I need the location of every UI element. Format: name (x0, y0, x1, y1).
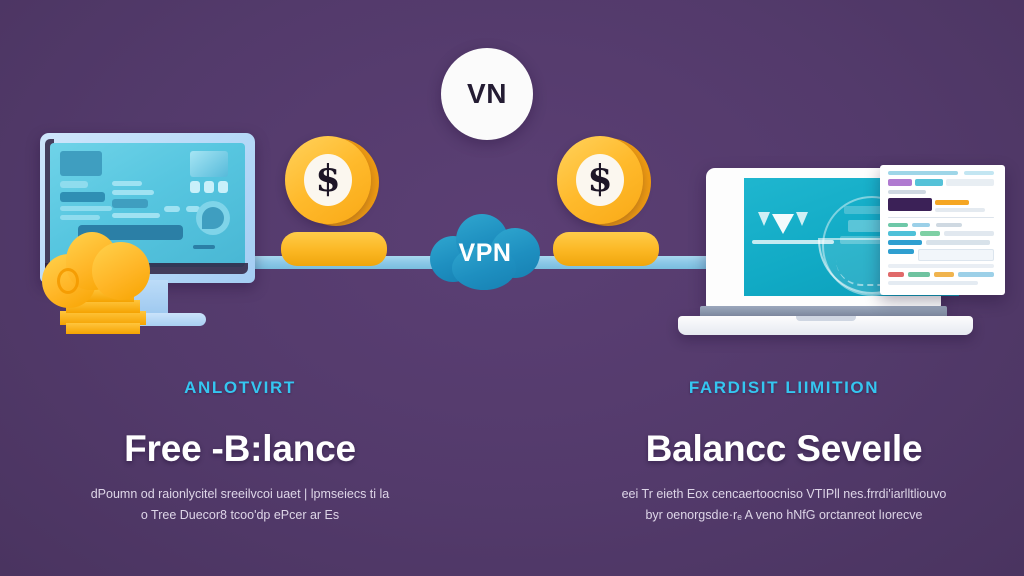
monitor-bezel (40, 133, 255, 283)
screen-line (60, 215, 100, 220)
body-line: dPoumn od raionlycitel sreeilvcoi uaet |… (90, 487, 390, 501)
laptop-trackpad-notch (796, 316, 856, 321)
dollar-symbol: $ (315, 158, 341, 200)
panel-chip (888, 179, 912, 186)
body-text-right: eei Tr eieth Eox cencaertoocniso VTIPll … (572, 484, 996, 525)
panel-line (926, 240, 990, 245)
panel-line (888, 281, 978, 285)
panel-chip (888, 272, 904, 277)
panel-chip (908, 272, 930, 277)
screen-chart-slice (202, 207, 224, 229)
headline-left: Free -B:lance (124, 428, 356, 469)
vpn-cloud-label: VPN (458, 238, 512, 267)
download-arrow-icon (772, 214, 794, 234)
panel-line (888, 171, 958, 175)
panel-line (944, 231, 994, 236)
panel-line (936, 223, 962, 227)
download-arrow-icon (796, 212, 808, 226)
dollar-symbol: $ (587, 158, 613, 200)
screen-line (844, 206, 900, 214)
floating-ui-panel-icon (880, 165, 1005, 295)
panel-divider (888, 217, 994, 218)
screen-line (193, 245, 215, 249)
screen-line (60, 206, 112, 211)
coin-slab (66, 300, 140, 313)
panel-chip (946, 179, 994, 186)
screen-line (186, 206, 200, 212)
panel-block (888, 198, 932, 211)
coin-slab (60, 311, 146, 325)
cloud-puff (452, 246, 516, 290)
panel-input-box (918, 249, 994, 261)
panel-chip (958, 272, 994, 277)
screen-line (112, 181, 142, 186)
text-column-left: ANLOTVIRT Free -B:lance dPoumn od raionl… (28, 378, 452, 525)
body-line: byr oenorgsdıe·rₑ A veno hNfG orctanreot… (645, 507, 923, 522)
screen-rule (752, 240, 834, 244)
panel-chip (934, 272, 954, 277)
kicker-left: ANLOTVIRT (184, 378, 296, 397)
panel-chip (915, 179, 943, 186)
panel-chip (935, 200, 969, 205)
screen-line (60, 192, 105, 202)
panel-line (888, 190, 926, 194)
coin-ring-detail (57, 268, 79, 294)
screen-dashed-arc (836, 260, 908, 286)
screen-tile (190, 181, 200, 193)
laptop-hinge (700, 306, 947, 319)
panel-line (935, 208, 985, 212)
vn-badge: VN (441, 48, 533, 140)
screen-card (190, 151, 228, 177)
screen-line (60, 181, 88, 188)
screen-line (112, 190, 154, 195)
coin-slab (66, 323, 140, 334)
pedestal-coin-right: $ (553, 128, 659, 268)
monitor-edge-shadow (45, 139, 54, 273)
screen-tile (218, 181, 228, 193)
coin-face: $ (576, 154, 624, 206)
screen-line (112, 199, 148, 208)
panel-chip (888, 223, 908, 227)
panel-chip (888, 231, 916, 236)
coin-stack-icon (40, 228, 160, 338)
body-line: eei Tr eieth Eox cencaertoocniso VTIPll … (621, 487, 947, 501)
monitor-screen (50, 143, 245, 267)
download-arrow-icon (758, 212, 770, 226)
panel-chip (888, 240, 922, 245)
vn-badge-label: VN (467, 78, 507, 109)
dollar-coin-icon: $ (557, 136, 643, 224)
vpn-cloud-icon: VPN (430, 212, 540, 294)
panel-chip (888, 249, 914, 254)
screen-tile (204, 181, 214, 193)
headline-right: Balancc Seveıle (645, 428, 923, 469)
screen-line (112, 213, 160, 218)
panel-chip (912, 223, 930, 227)
laptop-base (678, 316, 973, 335)
desktop-monitor-icon (40, 133, 255, 333)
coin-blob (92, 242, 150, 300)
screen-line (164, 206, 180, 212)
screen-thumbnail (60, 151, 102, 176)
pedestal-base (281, 232, 387, 266)
coin-face: $ (304, 154, 352, 206)
pedestal-coin-left: $ (281, 128, 387, 268)
text-column-right: FARDISIT LIIMITION Balancc Seveıle eei T… (572, 378, 996, 525)
dollar-coin-icon: $ (285, 136, 371, 224)
panel-line (888, 264, 994, 268)
kicker-right: FARDISIT LIIMITION (688, 378, 880, 397)
body-line: o Tree Duecor8 tcoo'dp ePcer ar Es (140, 507, 340, 522)
body-text-left: dPoumn od raionlycitel sreeilvcoi uaet |… (28, 484, 452, 525)
pedestal-base (553, 232, 659, 266)
panel-chip (920, 231, 940, 236)
panel-line (964, 171, 994, 175)
